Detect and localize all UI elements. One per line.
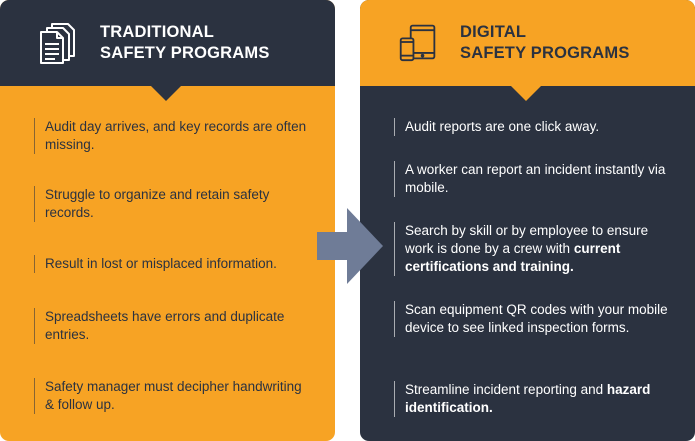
digital-header: DIGITAL SAFETY PROGRAMS — [360, 0, 695, 86]
digital-item: Scan equipment QR codes with your mobile… — [394, 301, 674, 337]
digital-title-line1: DIGITAL — [460, 23, 527, 41]
traditional-title-line1: TRADITIONAL — [100, 23, 215, 41]
traditional-title-line2: SAFETY PROGRAMS — [100, 44, 270, 62]
traditional-header-pointer — [150, 85, 182, 101]
digital-panel: DIGITAL SAFETY PROGRAMS Audit reports ar… — [360, 0, 695, 441]
traditional-item: Audit day arrives, and key records are o… — [34, 118, 314, 154]
digital-item-highlight: hazard identification. — [405, 382, 651, 415]
digital-item-highlight: current certifications and training. — [405, 241, 621, 274]
traditional-item: Result in lost or misplaced information. — [34, 255, 314, 273]
digital-item-text: Audit reports are one click away. — [405, 119, 600, 134]
devices-icon — [399, 24, 436, 62]
digital-item: Search by skill or by employee to ensure… — [394, 222, 674, 276]
digital-list: Audit reports are one click away. A work… — [360, 0, 695, 441]
digital-item: Audit reports are one click away. — [394, 118, 674, 136]
digital-item: Streamline incident reporting and hazard… — [394, 381, 674, 417]
traditional-title: TRADITIONAL SAFETY PROGRAMS — [100, 22, 270, 64]
digital-item: A worker can report an incident instantl… — [394, 161, 674, 197]
traditional-item: Spreadsheets have errors and duplicate e… — [34, 308, 314, 344]
traditional-list: Audit day arrives, and key records are o… — [0, 0, 335, 441]
right-arrow-icon — [317, 208, 383, 284]
digital-item-text: Scan equipment QR codes with your mobile… — [405, 302, 668, 335]
digital-title-line2: SAFETY PROGRAMS — [460, 44, 630, 62]
traditional-panel: TRADITIONAL SAFETY PROGRAMS Audit day ar… — [0, 0, 335, 441]
traditional-header: TRADITIONAL SAFETY PROGRAMS — [0, 0, 335, 86]
digital-item-text: Streamline incident reporting and — [405, 382, 607, 397]
digital-title: DIGITAL SAFETY PROGRAMS — [460, 22, 630, 64]
traditional-item: Safety manager must decipher handwriting… — [34, 378, 314, 414]
digital-item-text: Search by skill or by employee to ensure… — [405, 223, 649, 256]
traditional-item: Struggle to organize and retain safety r… — [34, 186, 314, 222]
digital-header-pointer — [510, 85, 542, 101]
digital-item-text: A worker can report an incident instantl… — [405, 162, 666, 195]
documents-icon — [40, 23, 75, 64]
